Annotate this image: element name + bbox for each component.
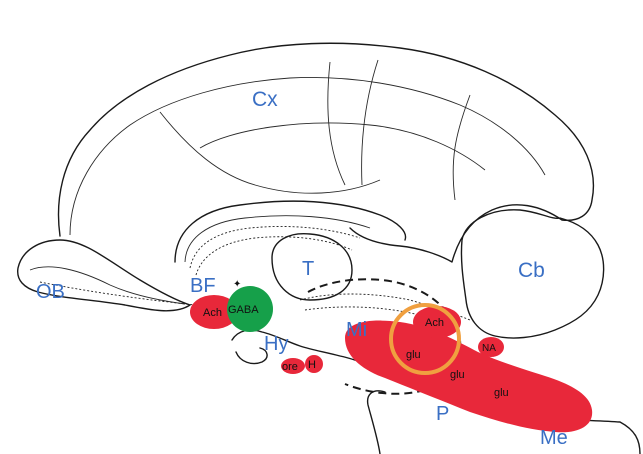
label-thalamus: T [302,258,314,280]
label-glu-1: glu [406,349,421,361]
label-na: NA [482,343,496,354]
label-midbrain: Mi [346,319,367,341]
glu-band [345,321,592,433]
label-olfactory-bulb: OB [36,281,65,303]
cortex-outline [59,43,594,262]
brainstem-lower [368,391,385,454]
gyrus-line-5 [200,123,485,170]
label-hypothalamus: Hy [264,333,288,355]
label-h: H [308,359,316,371]
label-basal-forebrain: BF [190,275,216,297]
label-medulla: Me [540,427,568,449]
label-ore: ore [282,361,298,373]
label-glu-2: glu [450,369,465,381]
corpus-callosum [175,201,406,262]
gyrus-line-4 [453,95,470,200]
label-pons: P [436,403,449,425]
label-cerebellum: Cb [518,259,545,282]
label-glu-3: glu [494,387,509,399]
gyrus-line-1 [160,112,380,193]
corpus-callosum-inner [185,216,370,262]
fornix-fibers-2 [196,237,352,275]
label-bf-ach: Ach [203,307,222,319]
midbrain-fibers-2 [305,307,415,314]
gyrus-line-3 [362,60,378,185]
label-bf-gaba: GABA [228,304,259,316]
bf-marker: ✦ [233,279,241,290]
pituitary [236,348,267,364]
label-ppt-ach: Ach [425,317,444,329]
label-cortex: Cx [252,88,278,111]
cortex-inner-rim [70,77,545,235]
